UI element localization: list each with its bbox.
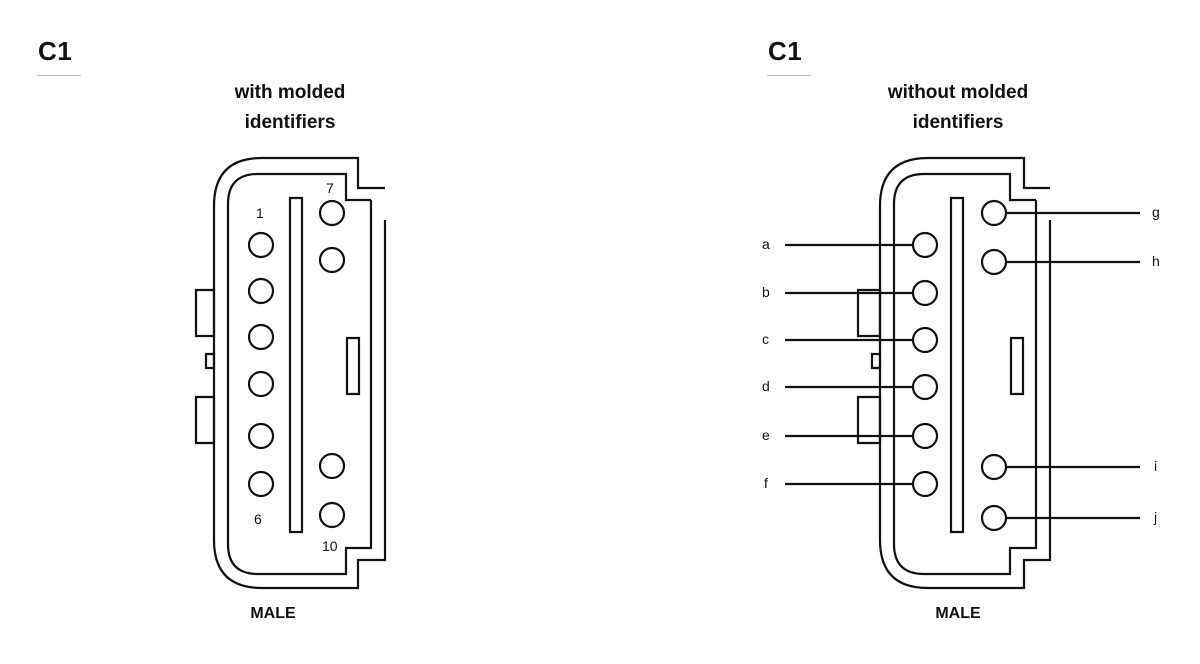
right-pin-label-j: j: [1154, 509, 1158, 525]
right-clip-lower: [858, 397, 880, 443]
left-clip-upper: [196, 290, 214, 336]
left-pin-4: [249, 372, 273, 396]
right-inner-key: [1011, 338, 1023, 394]
right-pin-a: [913, 233, 937, 257]
left-pin-1: [249, 233, 273, 257]
left-divider-bar: [290, 198, 302, 532]
right-pin-d: [913, 375, 937, 399]
right-pin-f: [913, 472, 937, 496]
right-pin-i: [982, 455, 1006, 479]
right-pin-label-a: a: [762, 236, 770, 252]
right-pin-label-i: i: [1154, 458, 1158, 474]
left-connector-label: C1: [38, 36, 73, 66]
right-housing-outer: [880, 158, 1050, 588]
left-pin-9: [320, 454, 344, 478]
right-pin-label-f: f: [764, 475, 768, 491]
right-divider-bar: [951, 198, 963, 532]
left-subtitle-line2: identifiers: [244, 112, 336, 133]
left-housing-outer: [214, 158, 385, 588]
right-pin-g: [982, 201, 1006, 225]
left-pin-5: [249, 424, 273, 448]
left-pin-label-6: 6: [254, 511, 262, 527]
left-pin-label-7: 7: [326, 180, 334, 196]
right-pin-h: [982, 250, 1006, 274]
left-pin-8: [320, 248, 344, 272]
left-inner-key: [347, 338, 359, 394]
left-clip-small: [206, 354, 214, 368]
right-pin-b: [913, 281, 937, 305]
right-pin-c: [913, 328, 937, 352]
left-subtitle-line1: with molded: [234, 82, 346, 103]
left-pin-10: [320, 503, 344, 527]
right-connector-label-underline: [767, 75, 811, 76]
right-clip-upper: [858, 290, 880, 336]
right-pin-label-d: d: [762, 378, 770, 394]
right-pin-label-e: e: [762, 427, 770, 443]
left-pin-2: [249, 279, 273, 303]
left-pin-7: [320, 201, 344, 225]
right-pin-e: [913, 424, 937, 448]
left-pin-label-1: 1: [256, 205, 264, 221]
right-housing-inner: [894, 174, 1036, 574]
right-pin-j: [982, 506, 1006, 530]
left-pin-3: [249, 325, 273, 349]
right-gender-label: MALE: [935, 605, 981, 622]
left-gender-label: MALE: [250, 605, 296, 622]
left-housing-inner: [228, 174, 371, 574]
left-pin-6: [249, 472, 273, 496]
right-pin-label-g: g: [1152, 204, 1160, 220]
right-pin-label-b: b: [762, 284, 770, 300]
right-clip-small: [872, 354, 880, 368]
right-subtitle-line1: without molded: [887, 82, 1029, 103]
left-clip-lower: [196, 397, 214, 443]
right-pin-label-c: c: [762, 331, 769, 347]
left-connector-label-underline: [37, 75, 81, 76]
left-pin-label-10: 10: [322, 538, 338, 554]
right-connector-label: C1: [768, 36, 803, 66]
right-subtitle-line2: identifiers: [912, 112, 1004, 133]
right-pin-label-h: h: [1152, 253, 1160, 269]
